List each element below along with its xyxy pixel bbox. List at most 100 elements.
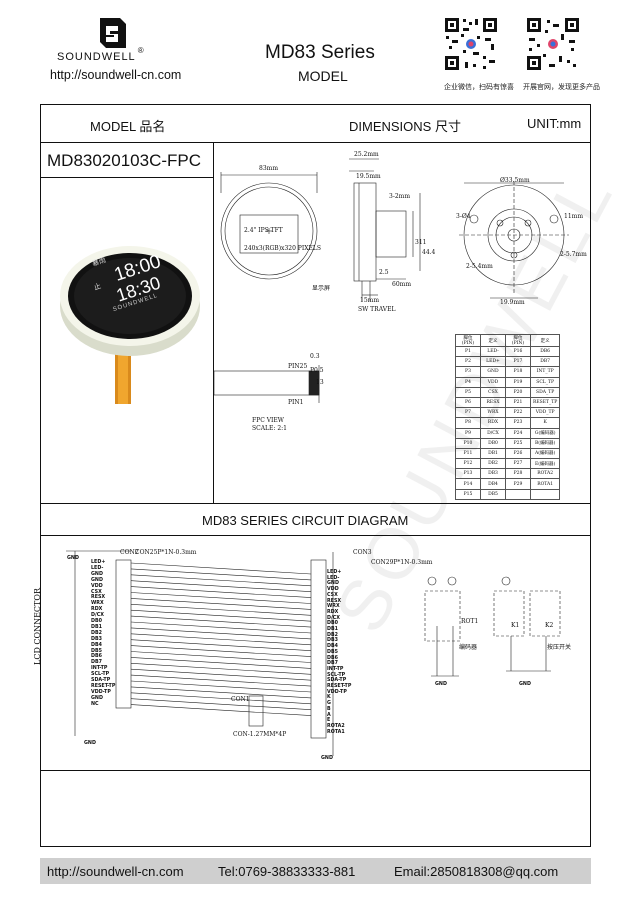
con2-pin-label: DB3 (91, 636, 102, 642)
signal-line (130, 621, 312, 634)
fpc-dim-1: 0.3 (310, 353, 320, 360)
con3-pin-label: VDD (327, 587, 339, 593)
qr-code-website[interactable] (525, 16, 581, 77)
divider (40, 770, 591, 771)
series-title: MD83 Series (265, 42, 375, 63)
con3-pin-label: WRX (327, 604, 340, 610)
con3-spec: CON29P*1N-0.3mm (371, 559, 433, 566)
signal-line (130, 586, 312, 598)
con2-pin-label: VDD (91, 583, 103, 589)
pin-table-cell: DB4 (480, 478, 506, 490)
signal-line (130, 615, 312, 628)
con3-pin-label: ROTA1 (327, 729, 345, 735)
con3-pin-label: SCL-TP (327, 672, 346, 678)
con3-pin-label: A (327, 712, 331, 718)
con3-pin-label: LED- (327, 575, 340, 581)
con3-pin-label: DB2 (327, 632, 338, 638)
con3-pin-label: GND (327, 581, 339, 587)
k2-label: K2 (545, 622, 554, 629)
divider (213, 142, 214, 503)
model-heading: MODEL (298, 68, 348, 84)
con3-pin-label: DB1 (327, 627, 338, 632)
pin-table-cell: P29 (505, 478, 531, 490)
soundwell-logo (92, 14, 132, 58)
pin-table-cell: ROTA1 (529, 478, 561, 490)
pin-table-cell (529, 488, 561, 500)
pin-table-cell: SDA_TP (529, 386, 561, 398)
con3-pin-label: B (327, 706, 331, 712)
fpc-pin1: PIN1 (288, 399, 304, 406)
con3-pin-label: DB3 (327, 638, 338, 644)
dim-2-54: 2-5.4mm (466, 263, 493, 270)
signal-line (130, 609, 312, 622)
dim-11: 11mm (564, 213, 584, 220)
con2-pin-label: DB2 (91, 630, 102, 636)
con3-pin-label: DB7 (327, 661, 338, 667)
gnd-label: GND (84, 741, 96, 746)
con2-pin-label: LED+ (91, 560, 106, 565)
signal-line (130, 639, 312, 651)
fpc-pin25: PIN25 (288, 363, 308, 370)
divider (40, 503, 591, 504)
pin-table-cell: P24 (505, 427, 531, 439)
con3-pin-label: RDX (327, 609, 339, 615)
brand-url[interactable]: http://soundwell-cn.com (50, 68, 182, 82)
pin-table-cell: B(编码器) (529, 437, 561, 449)
pin-table-cell: P27 (505, 458, 531, 470)
con2-pin-label: D/CX (91, 613, 104, 619)
lcd-connector-label: LCD CONNECTOR (32, 588, 42, 665)
signal-line (130, 633, 312, 646)
qr-code-wechat[interactable] (443, 16, 499, 77)
con2-pin-label: RDX (91, 607, 103, 613)
pin-table-heading: 脚位(PIN) (455, 334, 481, 347)
pin-table-cell: E(编码器) (529, 458, 561, 470)
con2-pin-label: DB5 (91, 648, 102, 654)
qr-website-caption: 开展官网，发现更多产品 (523, 84, 600, 91)
pin-table-cell: SCL_TP (529, 376, 561, 388)
dim-25-2: 25.2mm (354, 151, 379, 158)
con3-pin-label: ROTA2 (327, 723, 345, 729)
signal-line (130, 663, 312, 675)
divider (40, 177, 213, 178)
con3-label: CON3 (353, 549, 372, 556)
signal-line (130, 651, 312, 663)
pin-table-cell: A(编码器) (529, 447, 561, 460)
signal-line (130, 562, 312, 575)
brand-name: SOUNDWELL® (57, 46, 145, 63)
dim-19-5: 19.5mm (356, 173, 381, 180)
con2-pin-label: DB0 (91, 619, 102, 624)
con2-pin-label: GND (91, 571, 103, 577)
signal-line (130, 698, 312, 710)
unit-label: UNIT:mm (527, 116, 582, 131)
signal-line (130, 674, 312, 687)
signal-line (130, 598, 312, 610)
signal-line (130, 692, 312, 705)
pin-table-cell: K (529, 417, 561, 429)
fpc-dim-3: 13 (316, 379, 324, 386)
gnd-label: GND (67, 556, 79, 561)
part-number: MD83020103C-FPC (47, 151, 202, 170)
pin-table-cell (505, 488, 531, 500)
con3-pin-label: LED+ (327, 570, 342, 575)
lcd-label-2: 240x3(RGB)x320 PIXELS (244, 245, 321, 252)
signal-line (130, 668, 312, 681)
pin-table-cell: VDD_TP (529, 407, 561, 419)
pin-table-cell: DB5 (480, 488, 506, 500)
footer-url[interactable]: http://soundwell-cn.com (47, 864, 184, 879)
con2-pin-label: DB6 (91, 654, 102, 660)
con3-pin-label: K (327, 695, 331, 701)
signal-line (130, 645, 312, 657)
encoder-label: 编码器 (459, 645, 478, 651)
con2-spec: CON25P*1N-0.3mm (135, 549, 197, 556)
footer-email[interactable]: Email:2850818308@qq.com (394, 864, 559, 879)
fpc-dim-2: P0.5 (310, 367, 324, 374)
spec-sheet-frame (40, 104, 591, 847)
rot1-label: ROT1 (461, 618, 479, 625)
lcd-label-1: 2.4" IPS TFT (244, 227, 283, 234)
con2-pin-label: GND (91, 577, 103, 583)
con3-pin-label: SDA-TP (327, 678, 347, 684)
product-photo: 暴雨 止 18:00 18:30 SOUNDWELL (52, 238, 212, 408)
